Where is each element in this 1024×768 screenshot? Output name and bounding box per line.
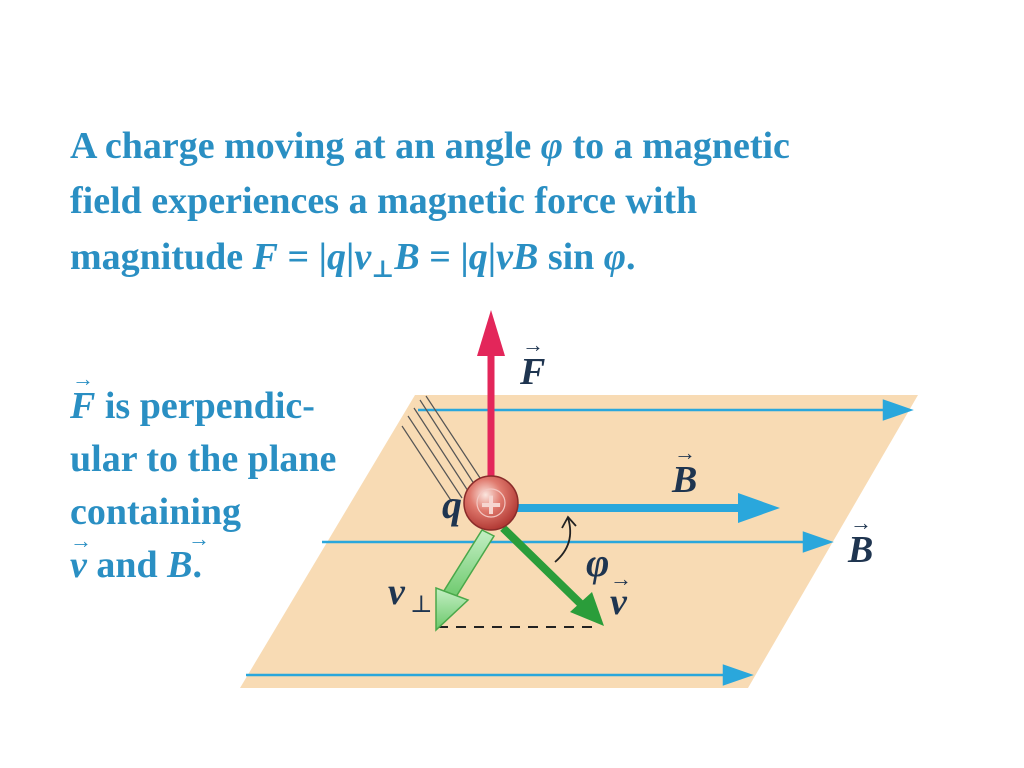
caption-line-1: A charge moving at an angle φ to a magne…: [70, 125, 790, 167]
field-line-middle-arrowhead: [802, 531, 834, 553]
field-lines: [246, 399, 914, 686]
angle-arc: [554, 515, 577, 563]
velocity-label: v: [610, 581, 628, 623]
side-note-line-2: ular to the plane: [70, 438, 336, 480]
field-line-bottom-arrowhead: [722, 664, 754, 686]
side-note-B-arrow: →: [188, 526, 210, 551]
angle-label: φ: [586, 540, 609, 585]
force-arrow: [477, 310, 505, 496]
caption: A charge moving at an angle φ to a magne…: [70, 125, 790, 283]
motion-streaks-icon: [401, 395, 485, 503]
velocity-label-arrow: →: [610, 566, 632, 591]
caption-line-2: field experiences a magnetic force with: [70, 180, 697, 222]
charge-label: q: [442, 482, 462, 527]
force-label-arrow: →: [522, 332, 544, 357]
velocity-arrow: [500, 525, 604, 626]
velocity-perp-arrow: [435, 529, 496, 632]
side-note-line-1: F is perpendic-: [69, 385, 315, 427]
side-note-line-4: v and B.: [70, 544, 202, 586]
side-note-v-arrow: →: [70, 528, 92, 553]
positive-charge-icon: +: [463, 475, 519, 531]
force-label: F: [519, 351, 545, 393]
field-outer-label-arrow: →: [850, 510, 872, 535]
field-arrow: [512, 493, 780, 523]
caption-line-3: magnitude F = |q|v⊥B = |q|vB sin φ.: [70, 236, 636, 283]
field-inner-label: B: [671, 459, 697, 501]
side-note: F is perpendic- → ular to the plane cont…: [69, 366, 336, 586]
side-note-line-3: containing: [70, 491, 241, 533]
velocity-perp-label: v: [388, 571, 406, 613]
field-inner-label-arrow: →: [674, 440, 696, 465]
charge-sign: +: [480, 484, 501, 525]
velocity-perp-subscript: ⊥: [410, 592, 433, 618]
side-note-F-arrow: →: [72, 366, 94, 391]
field-outer-label: B: [847, 529, 873, 571]
field-line-top-arrowhead: [882, 399, 914, 421]
